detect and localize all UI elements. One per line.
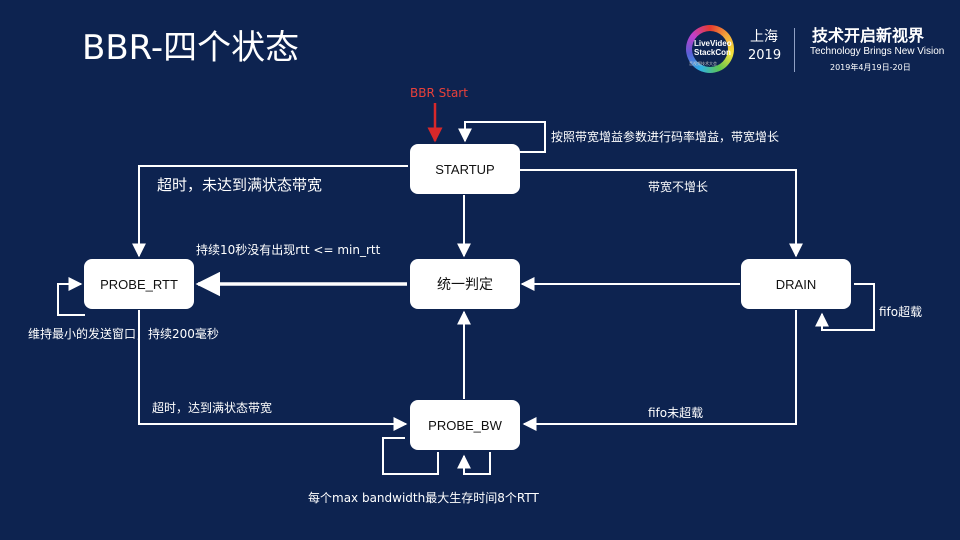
fifo-overload-label: fifo超载 — [879, 305, 923, 319]
state-judge: 统一判定 — [410, 259, 520, 309]
probebw-loop-line — [382, 437, 439, 475]
bbr-start-label: BBR Start — [410, 86, 468, 100]
timeout-not-full-label: 超时，未达到满状态带宽 — [157, 176, 323, 194]
slide-title: BBR-四个状态 — [82, 28, 300, 68]
logo-city: 上海 — [750, 29, 778, 45]
logo-badge-line1: LiveVideo — [694, 39, 732, 48]
probertt-loop-arrow — [57, 277, 85, 316]
startup-to-probertt-arrow — [132, 165, 408, 258]
hold-10s-label: 持续10秒没有出现rtt <= min_rtt — [196, 243, 381, 257]
logo-badge-line2: StackCon — [694, 48, 731, 57]
startup-loop-arrow — [458, 121, 546, 153]
probebw-loop-arrow — [457, 452, 491, 475]
probe-bw-loop-label: 每个max bandwidth最大生存时间8个RTT — [308, 491, 539, 505]
startup-to-drain-arrow — [520, 169, 803, 258]
timeout-full-label: 超时，达到满状态带宽 — [152, 401, 273, 415]
logo-slogan-en: Technology Brings New Vision — [810, 46, 945, 57]
logo-ring-inner — [692, 31, 728, 67]
state-startup: STARTUP — [410, 144, 520, 194]
logo-divider — [794, 28, 795, 72]
drain-to-probebw-arrow — [522, 310, 797, 431]
event-logo: LiveVideo StackCon 音视频技术大会 上海 2019 技术开启新… — [670, 22, 960, 82]
fifo-not-overload-label: fifo未超载 — [648, 406, 704, 420]
logo-slogan-cn: 技术开启新视界 — [812, 26, 925, 45]
min-window-label: 维持最小的发送窗口，持续200毫秒 — [28, 327, 219, 341]
startup-loop-label: 按照带宽增益参数进行码率增益，带宽增长 — [551, 130, 780, 144]
no-growth-label: 带宽不增长 — [648, 180, 709, 194]
state-drain: DRAIN — [741, 259, 851, 309]
logo-year: 2019 — [748, 48, 782, 63]
probertt-to-probebw-arrow — [138, 310, 408, 431]
logo-badge-sub: 音视频技术大会 — [689, 61, 717, 66]
state-probe-bw: PROBE_BW — [410, 400, 520, 450]
drain-loop-arrow — [815, 283, 875, 331]
state-probe-rtt: PROBE_RTT — [84, 259, 194, 309]
logo-date: 2019年4月19日-20日 — [830, 63, 911, 72]
